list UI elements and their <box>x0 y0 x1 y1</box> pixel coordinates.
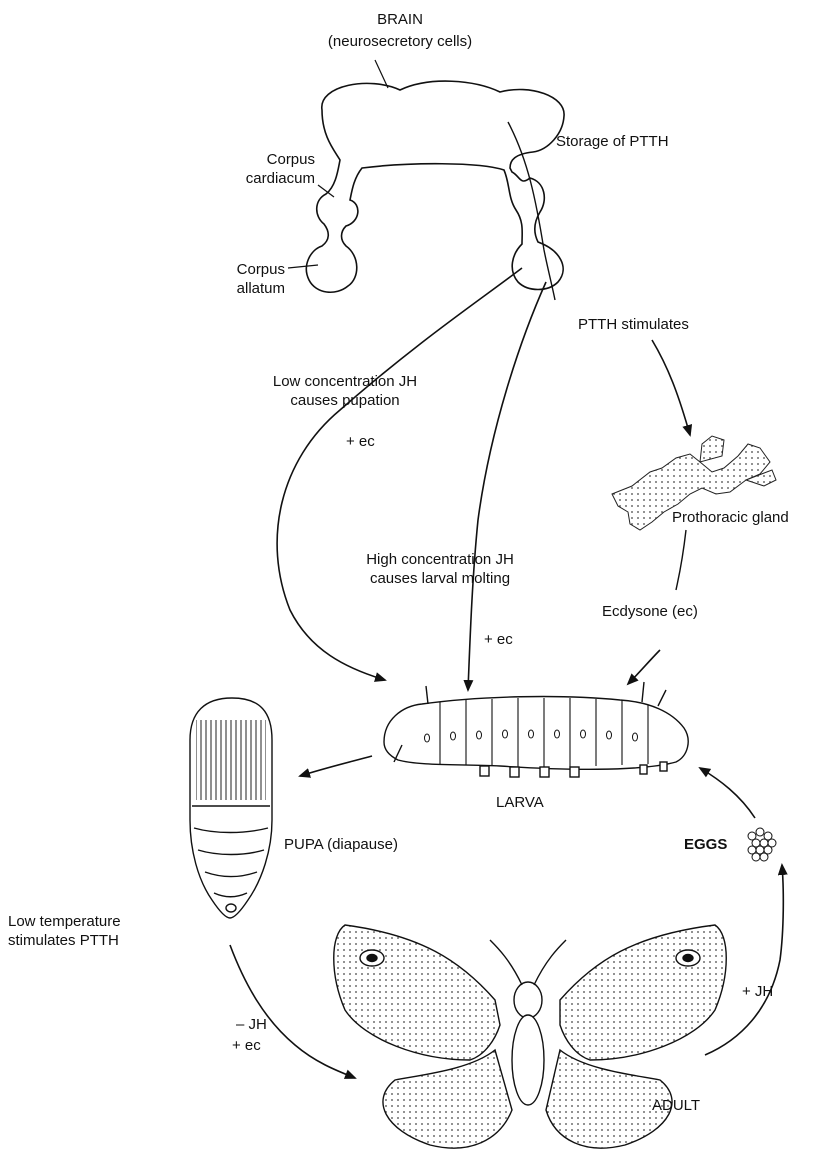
prothoracic-gland-label: Prothoracic gland <box>672 508 789 527</box>
corpus-cardiacum-line2: cardiacum <box>180 169 315 188</box>
brain-label: BRAIN <box>330 10 470 29</box>
high-jh-line1: High concentration JH <box>320 550 560 569</box>
low-jh-line2: causes pupation <box>245 391 445 410</box>
pupa-drawing <box>190 698 272 918</box>
brain-shape <box>306 81 564 292</box>
minus-jh-label: – JH <box>236 1015 267 1034</box>
arrow-high-jh-to-larva <box>468 282 546 690</box>
low-temperature-label: Low temperature stimulates PTTH <box>8 912 121 950</box>
arrow-ecdysone-to-larva <box>628 650 660 684</box>
pupa-label: PUPA (diapause) <box>284 835 398 854</box>
brain-sublabel: (neurosecretory cells) <box>300 32 500 51</box>
adult-label: ADULT <box>652 1096 700 1115</box>
low-jh-label: Low concentration JH causes pupation <box>245 372 445 410</box>
corpus-allatum-line2: allatum <box>180 279 285 298</box>
arrow-eggs-to-larva <box>700 768 755 818</box>
low-temperature-line2: stimulates PTTH <box>8 931 121 950</box>
ecdysone-label: Ecdysone (ec) <box>602 602 698 621</box>
low-jh-line1: Low concentration JH <box>245 372 445 391</box>
leader-allatum <box>288 265 318 268</box>
brain-subtitle: (neurosecretory cells) <box>300 32 500 51</box>
corpus-allatum-label: Corpus allatum <box>180 260 285 298</box>
arrow-larva-to-pupa <box>300 756 372 776</box>
eggs-drawing <box>748 828 776 861</box>
corpus-allatum-line1: Corpus <box>180 260 285 279</box>
plus-ec-low: + ec <box>346 432 375 451</box>
plus-ec-pupa: + ec <box>232 1036 261 1055</box>
high-jh-label: High concentration JH causes larval molt… <box>320 550 560 588</box>
arrow-ptth-to-gland <box>652 340 690 435</box>
plus-jh-label: + JH <box>742 982 773 1001</box>
plus-ec-high: + ec <box>484 630 513 649</box>
ptth-stimulates-label: PTTH stimulates <box>578 315 689 334</box>
corpus-cardiacum-label: Corpus cardiacum <box>180 150 315 188</box>
storage-label: Storage of PTTH <box>556 132 669 151</box>
low-temperature-line1: Low temperature <box>8 912 121 931</box>
high-jh-line2: causes larval molting <box>320 569 560 588</box>
larva-drawing <box>384 682 688 777</box>
larva-label: LARVA <box>496 793 544 812</box>
eggs-label: EGGS <box>684 835 727 854</box>
brain-title: BRAIN <box>330 10 470 29</box>
arrow-gland-to-larva <box>676 530 686 590</box>
brain-glands-outline <box>306 81 564 292</box>
corpus-cardiacum-line1: Corpus <box>180 150 315 169</box>
